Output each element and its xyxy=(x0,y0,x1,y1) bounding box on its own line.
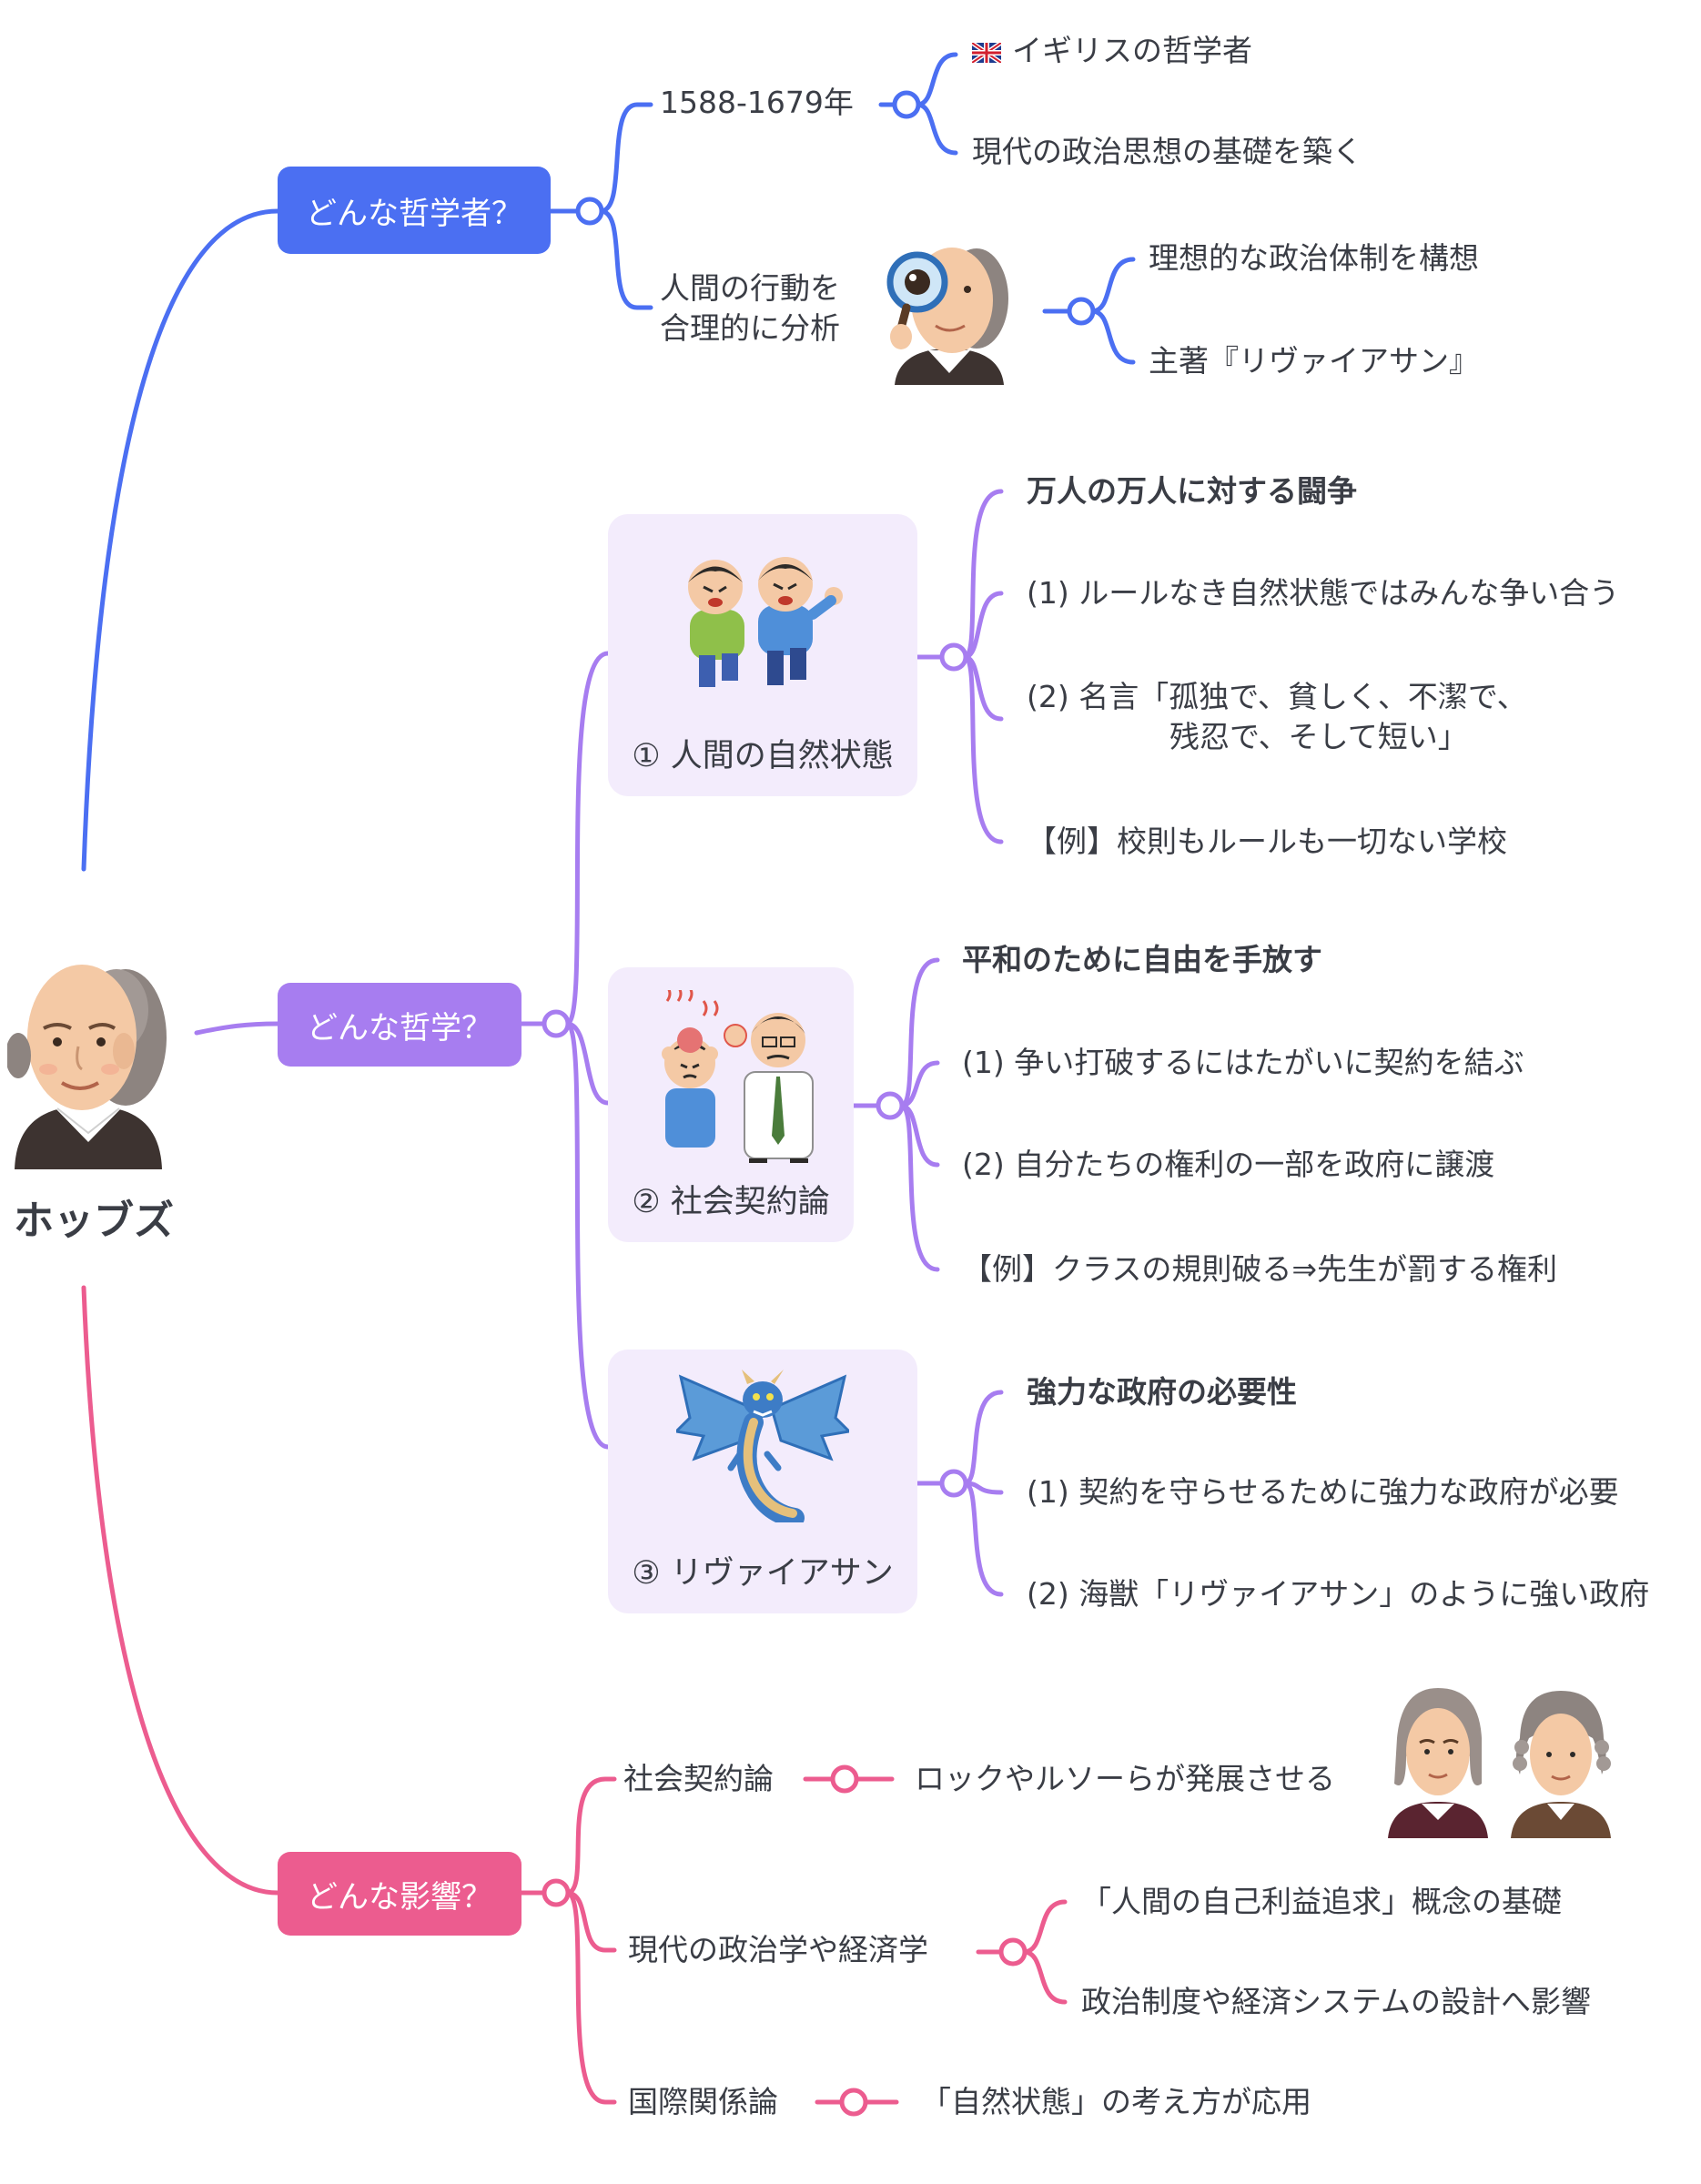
uk-flag-icon xyxy=(970,33,1003,73)
analysis-node-line2: 合理的に分析 xyxy=(660,310,840,346)
natural-state-point2-line1: (2) 名言「孤独で、貧しく、不潔で、 xyxy=(1027,679,1527,714)
dragon-icon xyxy=(673,1368,853,1528)
natural-state-heading: 万人の万人に対する闘争 xyxy=(1027,473,1357,509)
natural-state-example: 【例】校則もルールも一切ない学校 xyxy=(1027,824,1507,859)
natural-state-card[interactable]: ① 人間の自然状態 xyxy=(608,514,917,796)
locke-rousseau-icon xyxy=(1383,1684,1620,1838)
social-contract-card[interactable]: ② 社会契約論 xyxy=(608,967,854,1242)
ideal-government-node: 理想的な政治体制を構想 xyxy=(1149,240,1479,276)
social-contract-heading: 平和のために自由を手放す xyxy=(962,942,1322,977)
self-interest-node: 「人間の自己利益追求」概念の基礎 xyxy=(1081,1884,1562,1919)
leviathan-book-node: 主著『リヴァイアサン』 xyxy=(1149,343,1479,379)
leviathan-heading: 強力な政府の必要性 xyxy=(1027,1374,1297,1410)
international-relations-node: 国際関係論 xyxy=(628,2084,778,2119)
analysis-node-line1: 人間の行動を xyxy=(660,270,840,306)
magnifier-hobbes-icon xyxy=(881,235,1013,385)
system-design-node: 政治制度や経済システムの設計へ影響 xyxy=(1081,1984,1592,2019)
natural-state-label: ① 人間の自然状態 xyxy=(632,738,894,774)
natural-state-point2-line2: 残忍で、そして短い」 xyxy=(1169,719,1468,754)
social-contract-example: 【例】クラスの規則破る⇒先生が罰する権利 xyxy=(962,1251,1557,1287)
social-contract-label: ② 社会契約論 xyxy=(632,1184,830,1220)
root-title: ホッブズ xyxy=(14,1198,174,1244)
years-node: 1588-1679年 xyxy=(660,85,854,120)
political-foundation-node: 現代の政治思想の基礎を築く xyxy=(972,134,1362,169)
british-philosopher-text: イギリスの哲学者 xyxy=(1012,33,1252,68)
branch-influence-pill[interactable]: どんな影響？ xyxy=(278,1852,521,1936)
modern-politics-economics-node: 現代の政治学や経済学 xyxy=(628,1932,928,1967)
natural-state-point1: (1) ルールなき自然状態ではみんな争い合う xyxy=(1027,575,1620,611)
teacher-scolding-icon xyxy=(649,986,822,1163)
branch-philosophy-pill[interactable]: どんな哲学？ xyxy=(278,983,521,1067)
fighting-kids-icon xyxy=(672,546,854,692)
natural-state-application-node: 「自然状態」の考え方が応用 xyxy=(921,2084,1311,2119)
leviathan-label: ③ リヴァイアサン xyxy=(632,1555,894,1592)
social-contract-point2: (2) 自分たちの権利の一部を政府に譲渡 xyxy=(962,1147,1495,1182)
hobbes-portrait-icon xyxy=(5,937,169,1169)
leviathan-card[interactable]: ③ リヴァイアサン xyxy=(608,1350,917,1613)
locke-rousseau-node: ロックやルソーらが発展させる xyxy=(915,1761,1335,1796)
leviathan-point2: (2) 海獣「リヴァイアサン」のように強い政府 xyxy=(1027,1576,1650,1612)
leviathan-point1: (1) 契約を守らせるために強力な政府が必要 xyxy=(1027,1474,1619,1510)
branch-who-pill[interactable]: どんな哲学者？ xyxy=(278,167,551,254)
social-contract-point1: (1) 争い打破するにはたがいに契約を結ぶ xyxy=(962,1045,1524,1080)
british-philosopher-node: イギリスの哲学者 xyxy=(970,31,1252,73)
influence-social-contract-node: 社会契約論 xyxy=(623,1761,774,1796)
